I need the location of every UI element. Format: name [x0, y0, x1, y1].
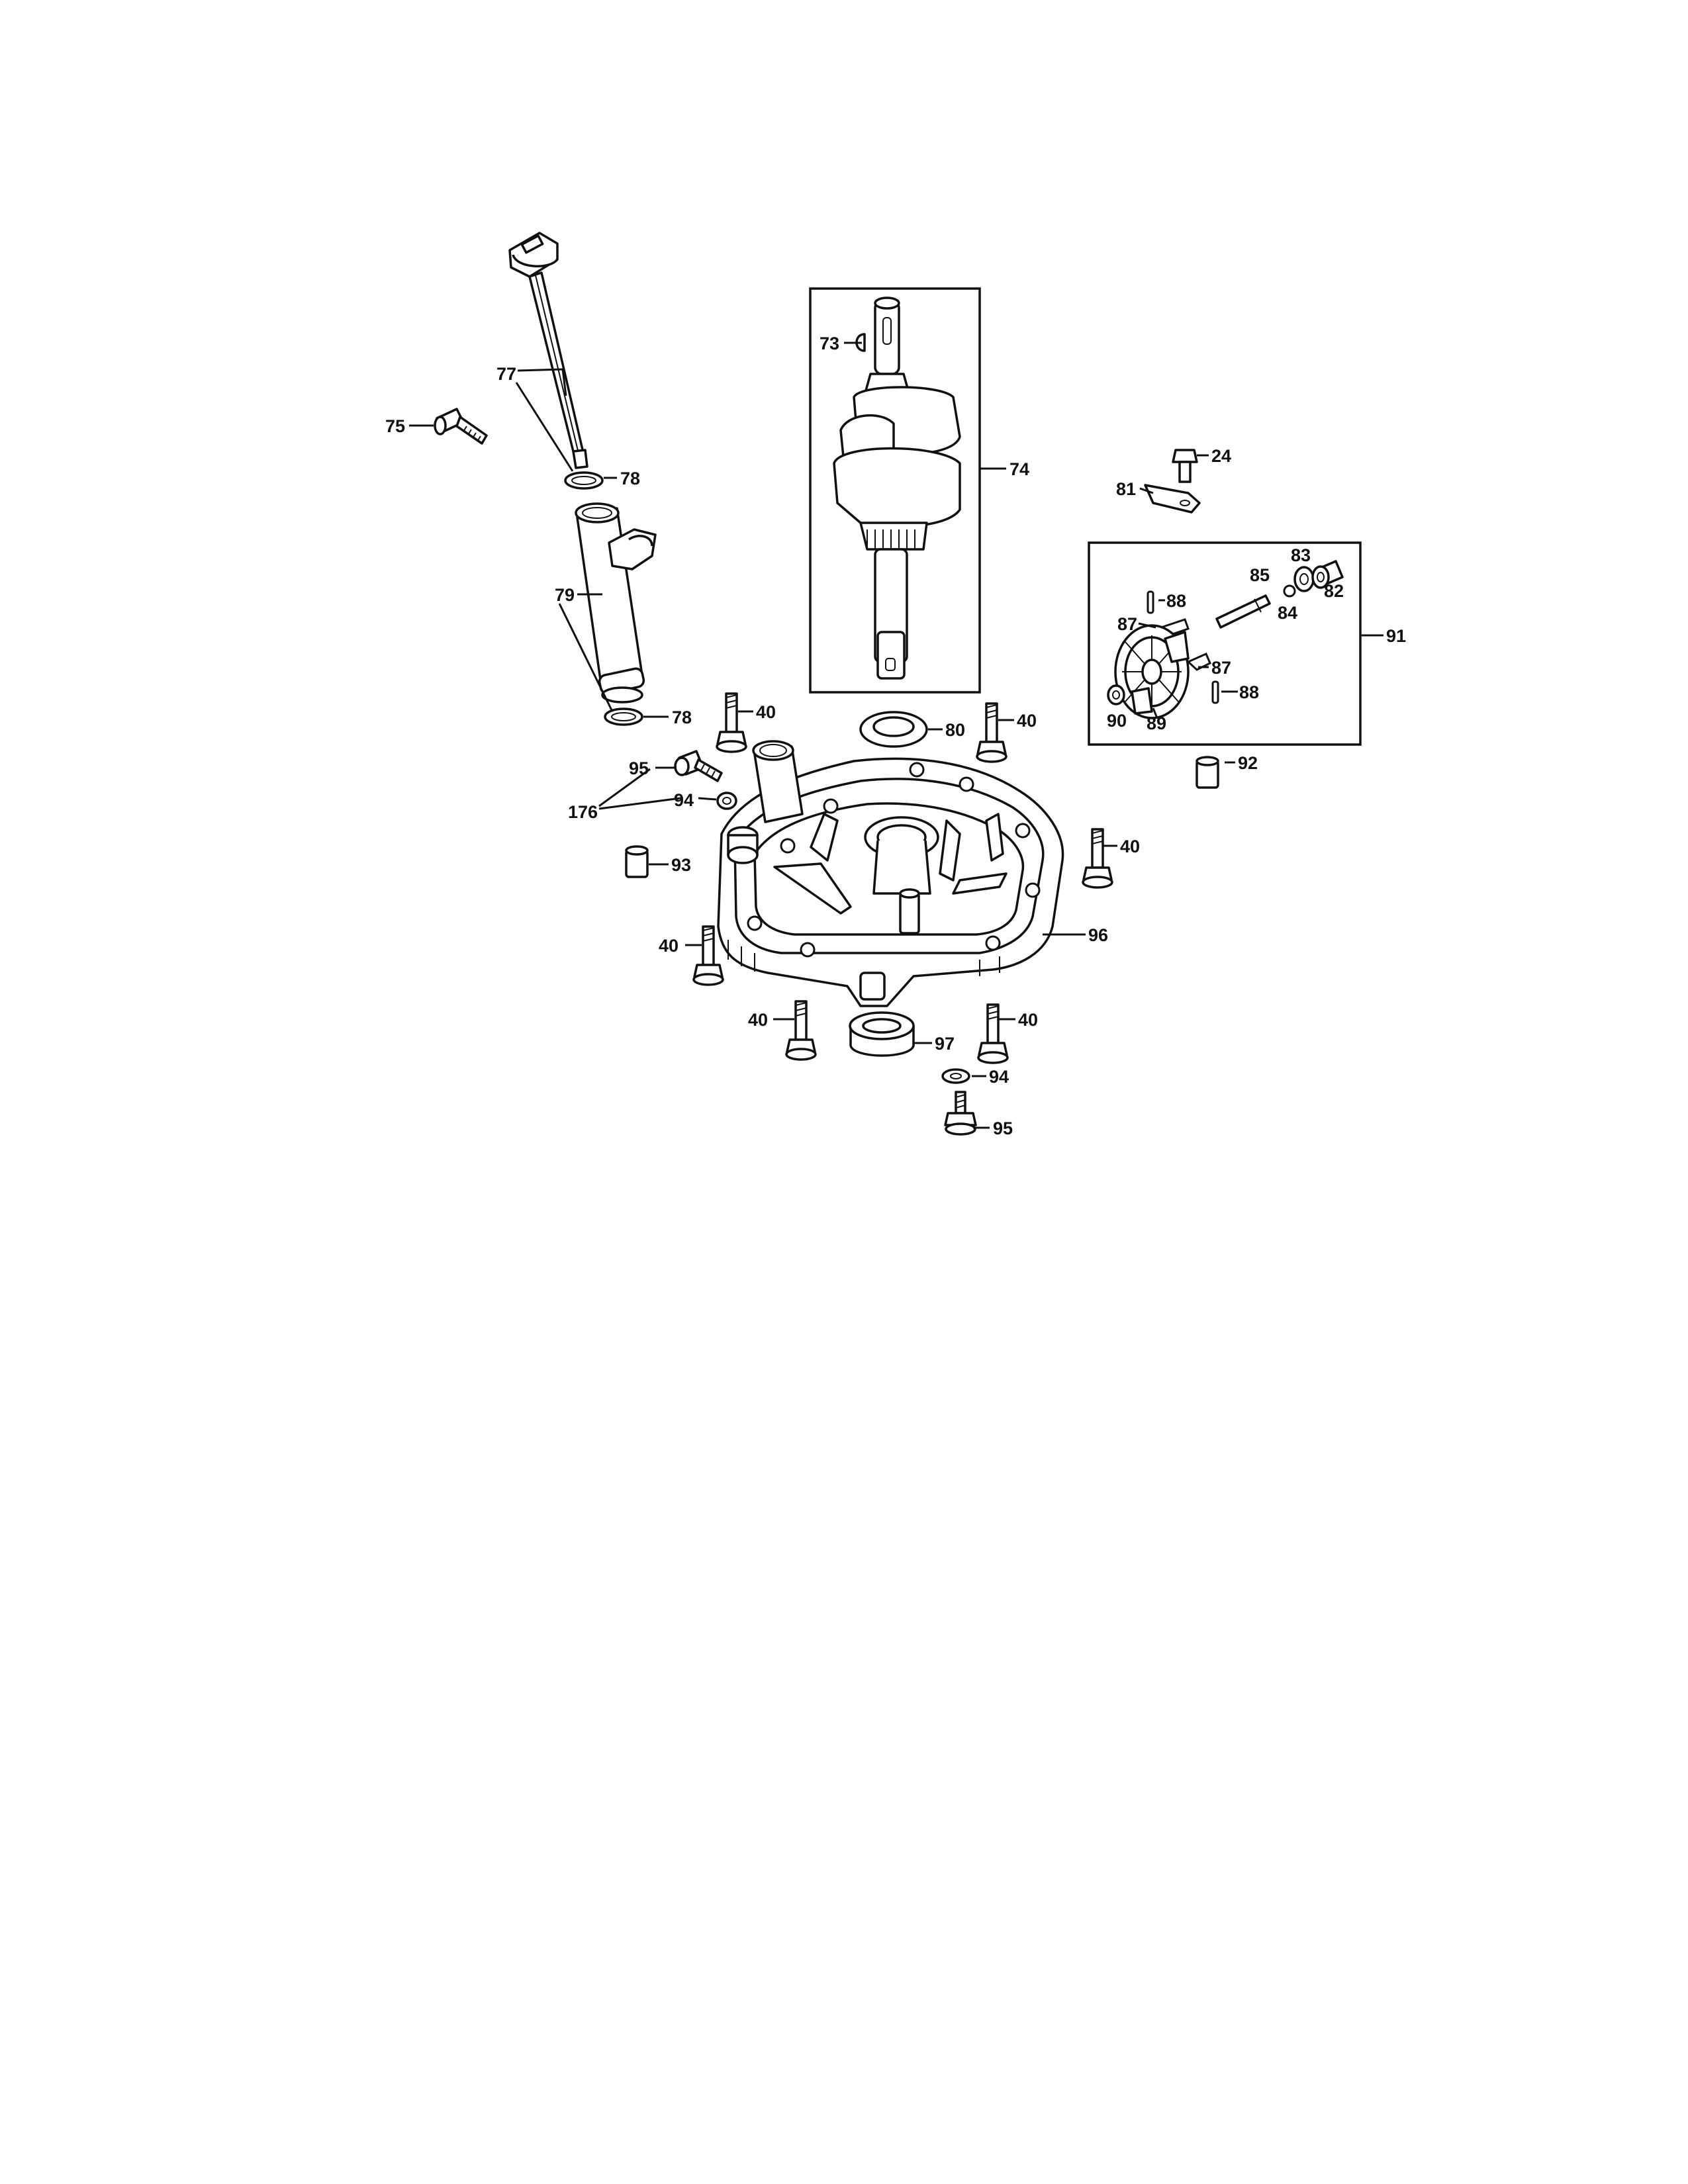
bolt-part-95-lower [944, 1091, 977, 1136]
washer-part-94-lower [941, 1068, 970, 1084]
callout-93: 93 [671, 855, 691, 875]
callout-95-upper: 95 [629, 758, 649, 778]
collar-part-82 [1311, 560, 1344, 589]
callout-90: 90 [1107, 711, 1127, 731]
callout-79: 79 [555, 585, 575, 605]
callout-78-lower: 78 [672, 707, 692, 727]
bolt-part-24 [1172, 449, 1198, 483]
bolt-part-40-d [692, 925, 724, 986]
callout-40-c: 40 [1120, 837, 1140, 856]
callout-88-upper: 88 [1166, 591, 1186, 611]
bolt-part-40-f [977, 1003, 1009, 1064]
callout-75: 75 [385, 416, 405, 436]
crankshaft-box [809, 287, 981, 694]
callout-92: 92 [1238, 753, 1258, 773]
callout-73: 73 [820, 334, 839, 353]
governor-box [1088, 541, 1362, 746]
washer-part-90 [1107, 684, 1125, 705]
callout-96: 96 [1088, 925, 1108, 945]
callout-74: 74 [1009, 459, 1029, 479]
callout-40-e: 40 [748, 1010, 768, 1030]
bolt-part-75 [434, 408, 488, 445]
callout-91: 91 [1386, 626, 1406, 646]
callout-85: 85 [1250, 565, 1270, 585]
bolt-part-95-upper [674, 750, 723, 782]
callout-97: 97 [935, 1034, 955, 1054]
pin-part-88-lower [1211, 680, 1219, 704]
dipstick-part-77 [508, 232, 588, 469]
callout-87-lower: 87 [1211, 658, 1231, 678]
callout-89: 89 [1147, 713, 1166, 733]
callout-77: 77 [496, 364, 516, 384]
seal-part-80 [859, 711, 928, 748]
filler-tube-part-79 [575, 502, 657, 704]
callout-88-lower: 88 [1239, 682, 1259, 702]
callout-24: 24 [1211, 446, 1231, 466]
callout-84: 84 [1278, 603, 1297, 623]
callout-95-lower: 95 [993, 1118, 1013, 1138]
callout-labels: 73 74 75 77 78 79 78 80 24 81 83 82 85 8… [385, 334, 1406, 1138]
callout-81: 81 [1116, 479, 1136, 499]
clip-part-84 [1283, 584, 1296, 598]
callout-83: 83 [1291, 545, 1311, 565]
callout-176: 176 [568, 802, 598, 822]
bolt-part-40-e [785, 1000, 817, 1061]
callout-94-lower: 94 [989, 1067, 1009, 1087]
callout-40-d: 40 [659, 936, 679, 956]
callout-40-b: 40 [1017, 711, 1037, 731]
callout-87-upper: 87 [1117, 614, 1137, 634]
bolt-part-40-b [976, 702, 1008, 763]
bolt-part-40-a [716, 692, 747, 753]
bolt-part-40-c [1082, 828, 1113, 889]
callout-78-upper: 78 [620, 469, 640, 488]
washer-part-94-upper [716, 792, 737, 810]
o-ring-part-78-upper [564, 471, 604, 490]
pin-part-88-upper [1147, 590, 1154, 614]
callout-40-f: 40 [1018, 1010, 1038, 1030]
crankcase-cover-part-96 [717, 740, 1064, 1007]
seal-part-97 [849, 1011, 915, 1057]
governor-shaft-part-85 [1215, 594, 1271, 629]
callout-82: 82 [1324, 581, 1344, 601]
dowel-part-93 [625, 845, 649, 878]
callout-40-a: 40 [756, 702, 776, 722]
callout-80: 80 [945, 720, 965, 740]
gear-part-89 [1114, 624, 1190, 719]
washer-part-83 [1293, 566, 1315, 592]
dowel-part-92 [1196, 756, 1219, 789]
leader-lines [409, 341, 1383, 1129]
o-ring-part-78-lower [604, 707, 643, 726]
callout-94-upper: 94 [674, 790, 694, 810]
clip-part-87-lower [1186, 653, 1211, 671]
crankshaft-part-74 [833, 296, 961, 680]
link-part-81 [1144, 484, 1201, 514]
